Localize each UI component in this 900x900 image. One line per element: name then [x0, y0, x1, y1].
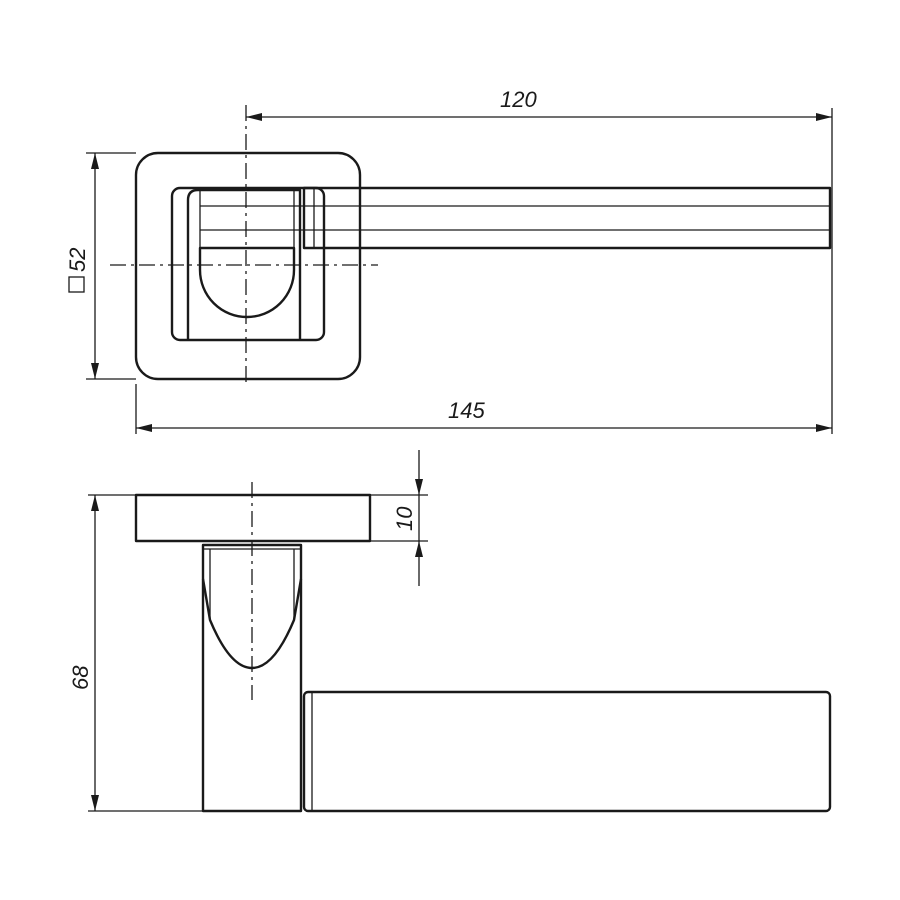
- lever-side: [302, 690, 832, 813]
- dim-text-10: 10: [392, 506, 417, 531]
- dim-text-68: 68: [68, 665, 93, 690]
- lever-top: [302, 186, 832, 250]
- spindle-shape: [198, 246, 296, 319]
- dim-text-52: 52: [65, 248, 90, 272]
- square-symbol-icon: [68, 276, 85, 293]
- rose-plate-side: [134, 493, 372, 543]
- top-view: 120 145 52: [65, 87, 833, 434]
- dim-text-120: 120: [500, 87, 537, 112]
- rose-outer-square: [134, 151, 362, 381]
- rose-inner-square: [170, 186, 326, 342]
- handle-neck-outline: [186, 188, 302, 341]
- side-view: 10 68: [68, 450, 832, 813]
- dim-text-145: 145: [448, 398, 485, 423]
